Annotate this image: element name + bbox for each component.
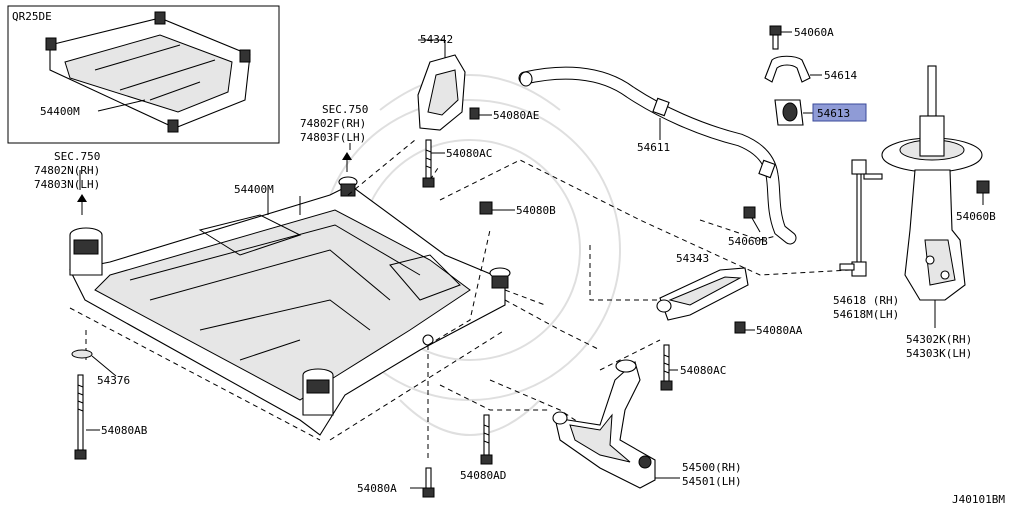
label-54342: 54342 <box>420 33 453 46</box>
arrow-sec-right <box>342 152 352 172</box>
bolt-54080AE <box>469 107 492 120</box>
right-mount <box>489 267 511 289</box>
sec-left-line3: 74803N(LH) <box>34 178 100 191</box>
bolt-54080AC-top <box>422 139 445 188</box>
washer-54376 <box>71 349 117 377</box>
sec-left-line1: SEC.750 <box>54 150 100 163</box>
nut-54060B-mid <box>743 206 761 233</box>
inset-part-label: 54400M <box>40 105 80 118</box>
label-54060B-mid: 54060B <box>728 235 768 248</box>
label-54618M: 54618M(LH) <box>833 308 899 321</box>
clamp-54614 <box>764 55 822 83</box>
label-54080AA: 54080AA <box>756 324 803 337</box>
bracket-54342 <box>417 39 466 131</box>
label-54080B: 54080B <box>516 204 556 217</box>
label-54080AC-mid: 54080AC <box>680 364 726 377</box>
label-54080AE: 54080AE <box>493 109 539 122</box>
engine-code-label: QR25DE <box>12 10 52 23</box>
stabilizer-bar-54611 <box>518 66 797 245</box>
bolt-54080AA <box>734 321 755 334</box>
lower-arm-54500 <box>552 359 680 489</box>
sec-right-line1: SEC.750 <box>322 103 368 116</box>
label-54080AB: 54080AB <box>101 424 148 437</box>
label-54080AD: 54080AD <box>460 469 506 482</box>
front-subframe <box>69 176 511 436</box>
bolt-54080AC-mid <box>660 344 678 391</box>
top-mount <box>338 176 358 197</box>
sec-right-line2: 74802F(RH) <box>300 117 366 130</box>
label-54611: 54611 <box>637 141 670 154</box>
bolt-54060A <box>769 25 792 50</box>
label-54302K: 54302K(RH) <box>906 333 972 346</box>
label-54060B-right: 54060B <box>956 210 996 223</box>
highlight-54613 <box>812 103 867 122</box>
watermark-emblem <box>319 74 621 436</box>
label-54400M: 54400M <box>234 183 274 196</box>
bushing-54613 <box>774 99 814 126</box>
bolt-54080AB <box>74 374 100 460</box>
rear-left-mount <box>69 227 103 276</box>
label-54501: 54501(LH) <box>682 475 742 488</box>
strut-54302K <box>881 65 983 328</box>
label-54343: 54343 <box>676 252 709 265</box>
sec-left-line2: 74802N(RH) <box>34 164 100 177</box>
nut-54080B <box>479 201 515 215</box>
front-left-mount <box>302 368 334 416</box>
diagram-code: J40101BM <box>952 493 1005 506</box>
label-54080AC-top: 54080AC <box>446 147 492 160</box>
bolt-54080AD <box>480 414 493 465</box>
link-54343 <box>656 258 749 321</box>
label-54618: 54618 (RH) <box>833 294 899 307</box>
label-54613: 54613 <box>817 107 850 120</box>
nut-54060B-right <box>976 180 990 205</box>
label-54303K: 54303K(LH) <box>906 347 972 360</box>
arrow-sec-left <box>77 194 87 215</box>
engine-inset: QR25DE 54400M <box>7 5 280 144</box>
label-54376: 54376 <box>97 374 130 387</box>
label-54500: 54500(RH) <box>682 461 742 474</box>
sec-right-line3: 74803F(LH) <box>300 131 366 144</box>
label-54614: 54614 <box>824 69 857 82</box>
label-54060A: 54060A <box>794 26 834 39</box>
stabilizer-link-54618 <box>839 159 883 277</box>
label-54080A: 54080A <box>357 482 397 495</box>
bolt-54080A <box>410 467 435 498</box>
